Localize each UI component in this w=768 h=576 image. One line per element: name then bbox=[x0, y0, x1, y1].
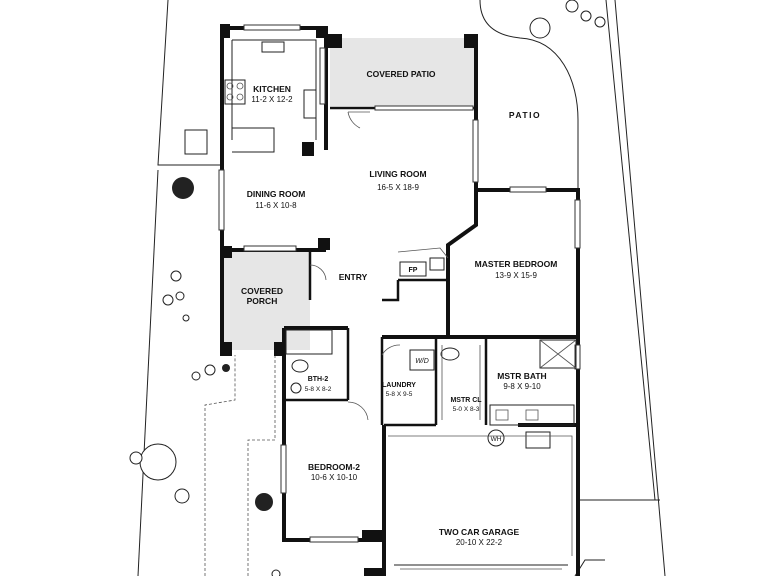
washer-dryer-label: W/D bbox=[415, 358, 429, 365]
bath-2-label: BTH-2 bbox=[308, 376, 329, 383]
kitchen-label: KITCHEN bbox=[253, 84, 291, 94]
master-bath-label: MSTR BATH bbox=[497, 371, 546, 381]
kitchen-dim: 11-2 X 12-2 bbox=[251, 95, 293, 104]
posts bbox=[220, 24, 478, 576]
garage-label: TWO CAR GARAGE bbox=[439, 527, 520, 537]
kitchen-fixtures bbox=[224, 39, 317, 153]
master-closet-label: MSTR CL bbox=[450, 397, 482, 404]
garage-dim: 20-10 X 22-2 bbox=[456, 538, 503, 547]
patio-label: PATIO bbox=[509, 110, 541, 120]
living-room-dim: 16-5 X 18-9 bbox=[377, 183, 419, 192]
room-labels: KITCHEN 11-2 X 12-2 COVERED PATIO PATIO … bbox=[241, 69, 557, 547]
dining-room-dim: 11-6 X 10-8 bbox=[255, 201, 297, 210]
covered-porch-floor bbox=[224, 250, 310, 350]
covered-patio-floor bbox=[330, 38, 476, 106]
landscaping bbox=[129, 0, 606, 576]
laundry-label: LAUNDRY bbox=[382, 382, 416, 389]
master-closet-dim: 5-0 X 8-3 bbox=[453, 406, 480, 413]
entry-label: ENTRY bbox=[339, 272, 368, 282]
master-bedroom-label: MASTER BEDROOM bbox=[475, 259, 558, 269]
dining-room-label: DINING ROOM bbox=[247, 189, 306, 199]
living-room-label: LIVING ROOM bbox=[369, 169, 426, 179]
covered-porch-label-1: COVERED bbox=[241, 286, 283, 296]
bedroom-2-label: BEDROOM-2 bbox=[308, 462, 360, 472]
fireplace-label: FP bbox=[409, 267, 418, 274]
bath-2-dim: 5-8 X 8-2 bbox=[305, 386, 332, 393]
interior-details bbox=[285, 111, 577, 570]
master-bath-dim: 9-8 X 9-10 bbox=[503, 382, 541, 391]
covered-porch-label-2: PORCH bbox=[247, 296, 278, 306]
site-lines bbox=[137, 0, 666, 576]
master-bedroom-dim: 13-9 X 15-9 bbox=[495, 271, 537, 280]
laundry-dim: 5-8 X 9-5 bbox=[386, 391, 413, 398]
windows bbox=[218, 24, 581, 543]
bedroom-2-dim: 10-6 X 10-10 bbox=[311, 473, 358, 482]
water-heater-label: WH bbox=[491, 436, 502, 443]
covered-patio-label: COVERED PATIO bbox=[366, 69, 435, 79]
